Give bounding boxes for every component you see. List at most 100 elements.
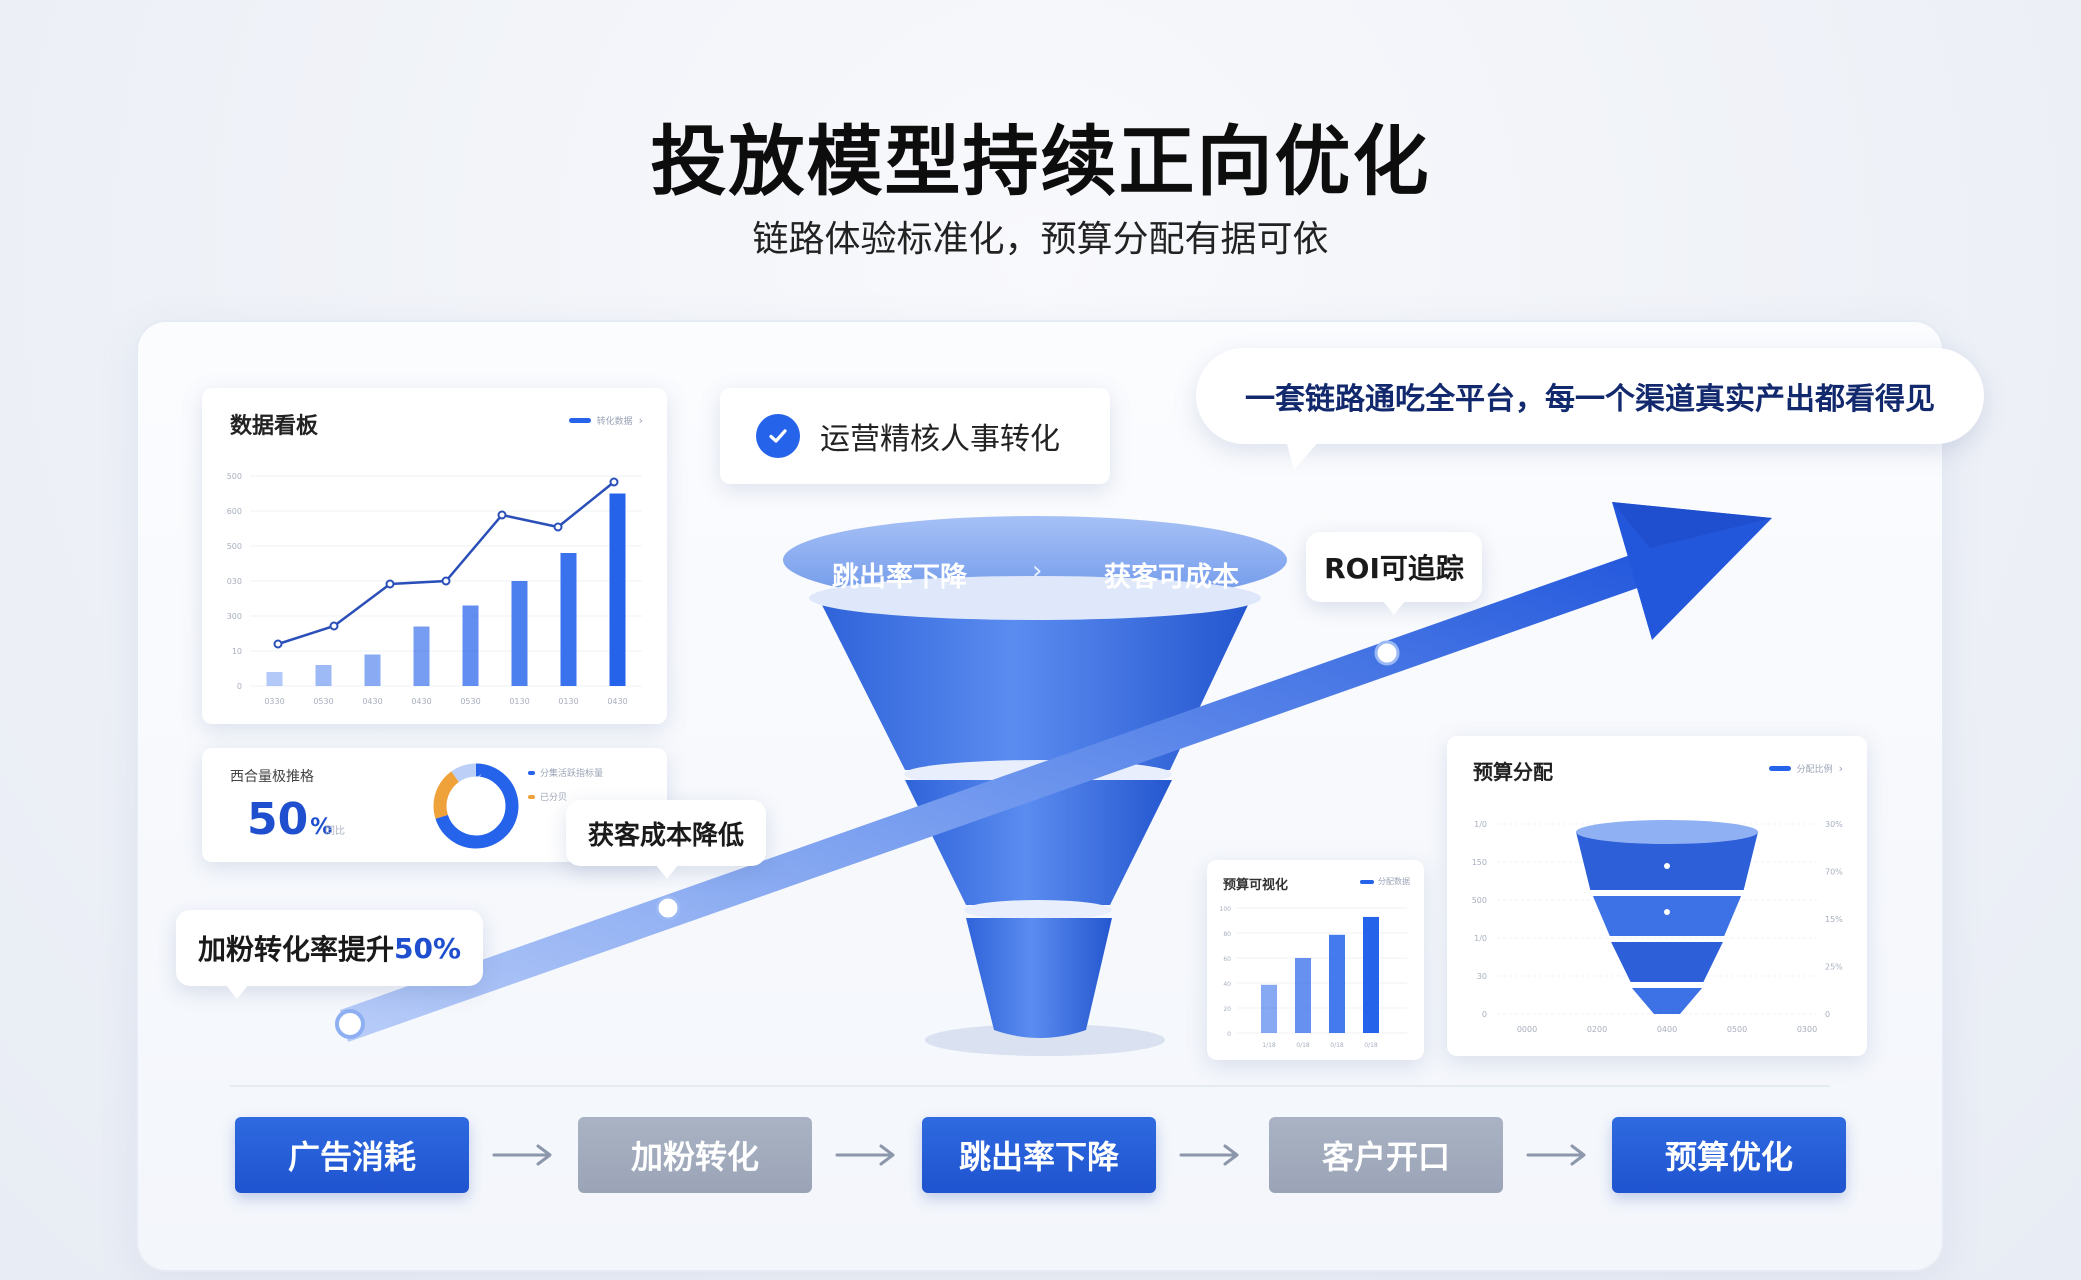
y-tick-label: 60	[1223, 956, 1231, 963]
speech-bubble-tail	[1286, 440, 1320, 470]
x-tick-label: 0430	[362, 697, 382, 706]
page-title: 投放模型持续正向优化	[650, 117, 1431, 206]
chevron-right-icon: ›	[1838, 762, 1843, 775]
bar	[364, 654, 381, 686]
share-card-title: 西合量极推格	[230, 769, 314, 785]
bar	[1261, 984, 1277, 1033]
y-left-label: 0	[1482, 1010, 1487, 1019]
bar	[609, 493, 626, 686]
flow-step-1: 广告消耗	[235, 1117, 469, 1193]
y-right-label: 0	[1825, 1010, 1830, 1019]
bar	[1295, 958, 1311, 1033]
x-tick-label: 0000	[1517, 1025, 1537, 1034]
share-donut-chart	[433, 763, 519, 849]
x-tick-label: 0400	[1657, 1025, 1677, 1034]
flow-step-3: 跳出率下降	[922, 1117, 1156, 1193]
speech-bubble: 一套链路通吃全平台，每一个渠道真实产出都看得见	[1196, 348, 1984, 470]
share-note: 同比	[325, 826, 345, 837]
x-tick-label: 0500	[1727, 1025, 1747, 1034]
x-tick-label: 0130	[558, 697, 578, 706]
x-tick-label: 0330	[264, 697, 284, 706]
x-tick-label: 0130	[509, 697, 529, 706]
flow-divider	[230, 1085, 1830, 1087]
arrow-right-icon	[1179, 1144, 1239, 1166]
funnel-label-left: 跳出率下降	[832, 562, 967, 593]
y-tick-label: 030	[227, 577, 242, 586]
share-legend-1: 分集活跃指标量	[528, 766, 603, 779]
callout-cost: 获客成本降低	[566, 800, 766, 879]
page-subtitle: 链路体验标准化，预算分配有据可依	[752, 219, 1329, 260]
check-badge: 运营精核人事转化	[720, 388, 1110, 484]
x-tick-label: 0430	[411, 697, 431, 706]
y-tick-label: 80	[1223, 931, 1231, 938]
speech-bubble-text: 一套链路通吃全平台，每一个渠道真实产出都看得见	[1245, 382, 1935, 417]
share-value: 50 %	[247, 794, 333, 845]
budget-card-title: 预算分配	[1473, 760, 1553, 784]
budget-funnel-layer	[1611, 942, 1723, 982]
legend-line-icon	[1768, 766, 1791, 771]
arrow-right-icon	[1526, 1144, 1586, 1166]
x-tick-label: 0/18	[1296, 1042, 1310, 1049]
y-tick-label: 10	[232, 647, 242, 656]
y-right-label: 70%	[1825, 868, 1843, 877]
y-left-label: 150	[1472, 858, 1487, 867]
budget-funnel-layer	[1576, 832, 1758, 890]
line-point	[497, 510, 507, 520]
y-tick-label: 0	[237, 682, 242, 691]
x-tick-label: 0530	[460, 697, 480, 706]
line-point	[441, 576, 451, 586]
x-tick-label: 0/18	[1330, 1042, 1344, 1049]
line-point	[329, 621, 339, 631]
mini-legend: 分配数据	[1360, 876, 1410, 887]
legend-dot-icon	[528, 770, 535, 775]
dashboard-card-title: 数据看板	[230, 414, 319, 439]
y-tick-label: 20	[1223, 1006, 1231, 1013]
x-tick-label: 0200	[1587, 1025, 1607, 1034]
dashboard-legend: 转化数据 ›	[568, 414, 643, 427]
bar	[413, 626, 430, 686]
budget-funnel-rim	[1576, 820, 1758, 844]
check-badge-label: 运营精核人事转化	[820, 422, 1060, 457]
y-left-label: 30	[1477, 972, 1487, 981]
y-tick-label: 300	[227, 612, 242, 621]
budget-legend: 分配比例 ›	[1768, 762, 1843, 775]
line-point	[385, 579, 395, 589]
chevron-right-icon: ›	[638, 414, 643, 427]
y-right-label: 15%	[1825, 915, 1843, 924]
check-circle-icon	[756, 414, 800, 458]
bar	[560, 553, 577, 686]
y-tick-label: 500	[227, 472, 242, 481]
legend-line-icon	[568, 418, 591, 423]
arrow-right-icon	[492, 1144, 552, 1166]
x-tick-label: 0430	[607, 697, 627, 706]
bar	[266, 672, 283, 686]
x-tick-label: 0/18	[1364, 1042, 1378, 1049]
callout-roi: ROI可追踪	[1306, 532, 1482, 615]
bar	[462, 605, 479, 686]
legend-line-icon	[1360, 879, 1374, 884]
share-legend-2: 已分贝	[528, 790, 567, 803]
line-point	[273, 639, 283, 649]
chevron-right-icon: ›	[1032, 556, 1043, 586]
funnel-label-right: 获客可成本	[1104, 562, 1239, 593]
flow-step-4: 客户开口	[1269, 1117, 1503, 1193]
bar	[511, 581, 528, 686]
flow-step-2: 加粉转化	[578, 1117, 812, 1193]
bar	[315, 665, 332, 686]
y-tick-label: 0	[1227, 1031, 1231, 1038]
flow-step-5: 预算优化	[1612, 1117, 1846, 1193]
mini-card-title: 预算可视化	[1223, 878, 1289, 893]
budget-funnel-layer	[1592, 896, 1742, 936]
y-right-label: 25%	[1825, 963, 1843, 972]
bar	[1329, 934, 1345, 1033]
budget-funnel-layer	[1631, 988, 1703, 1014]
y-tick-label: 100	[1220, 906, 1232, 913]
donut-hole	[454, 784, 498, 828]
y-tick-label: 600	[227, 507, 242, 516]
arrow-right-icon	[835, 1144, 895, 1166]
